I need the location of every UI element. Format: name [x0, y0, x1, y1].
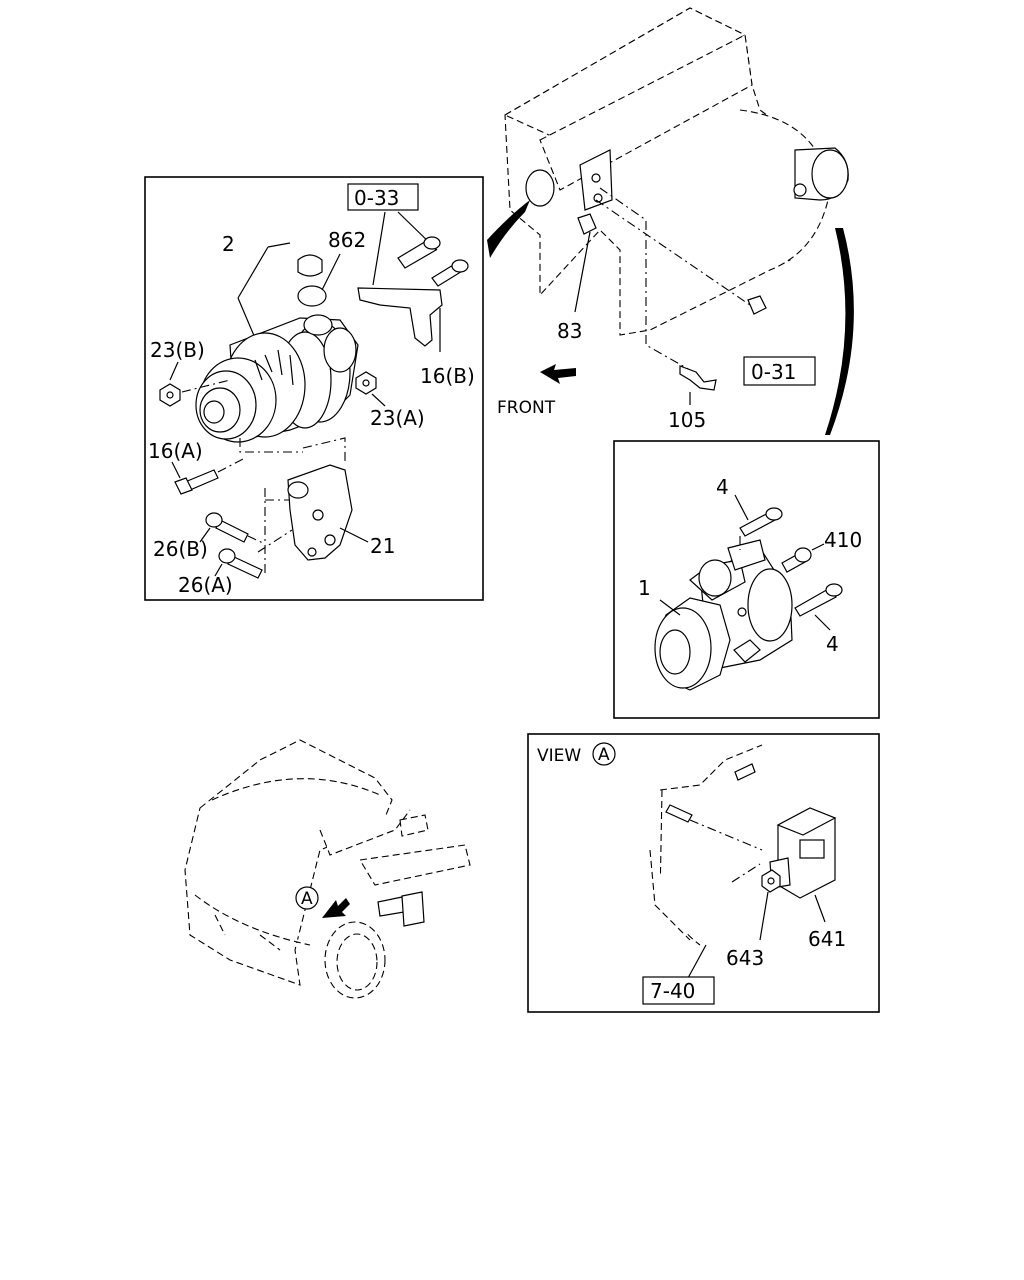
label-view: VIEW [537, 746, 581, 766]
nut-23b [159, 361, 231, 407]
label-4-bottom: 4 [826, 632, 839, 656]
view-a-panel [527, 733, 880, 1013]
bolt-26a [214, 548, 263, 579]
ref-box-7-40 [642, 976, 715, 1005]
ref-box-0-33 [347, 183, 419, 211]
nut-23a [355, 371, 386, 407]
label-23b: 23(B) [150, 338, 205, 362]
bolt-16a [171, 457, 246, 495]
label-105: 105 [668, 408, 706, 432]
starter-motor-illustration [654, 539, 793, 691]
connector-arrow-left [487, 200, 530, 258]
label-410: 410 [824, 528, 862, 552]
label-0-31: 0-31 [751, 360, 796, 384]
bolt-upper [397, 236, 441, 269]
bolt-16b [431, 259, 469, 352]
label-83: 83 [557, 319, 582, 343]
ref-box-0-31 [743, 356, 816, 386]
bolt-4-top [734, 494, 783, 550]
label-643: 643 [726, 946, 764, 970]
label-641: 641 [808, 927, 846, 951]
bolt-4-bottom [794, 583, 843, 631]
label-21: 21 [370, 534, 395, 558]
label-front: FRONT [497, 398, 556, 418]
label-7-40: 7-40 [650, 979, 695, 1003]
truck-illustration [184, 739, 471, 999]
alternator-illustration [195, 314, 359, 443]
front-arrow-icon [540, 364, 576, 384]
label-circle-a-truck: A [301, 889, 313, 909]
circle-a-marker-truck [295, 886, 319, 910]
label-23a: 23(A) [370, 406, 425, 430]
label-26b: 26(B) [153, 537, 208, 561]
bolt-26b [199, 512, 266, 545]
label-2: 2 [222, 232, 235, 256]
engine-block-illustration [487, 7, 854, 435]
label-862: 862 [328, 228, 366, 252]
label-0-33: 0-33 [354, 186, 399, 210]
label-1: 1 [638, 576, 651, 600]
view-arrow-icon [322, 898, 350, 918]
alternator-panel [144, 176, 484, 601]
nut-643 [731, 863, 781, 941]
relay-box-641 [769, 807, 837, 923]
circle-a-marker-view [592, 742, 616, 766]
connector-arrow-right [825, 228, 854, 435]
label-circle-a-view: A [598, 745, 610, 765]
label-16a: 16(A) [148, 439, 203, 463]
label-26a: 26(A) [178, 573, 233, 597]
bracket-21 [239, 437, 369, 575]
label-16b: 16(B) [420, 364, 475, 388]
starter-panel [613, 440, 880, 719]
label-4-top: 4 [716, 475, 729, 499]
bolt-410 [781, 543, 825, 573]
